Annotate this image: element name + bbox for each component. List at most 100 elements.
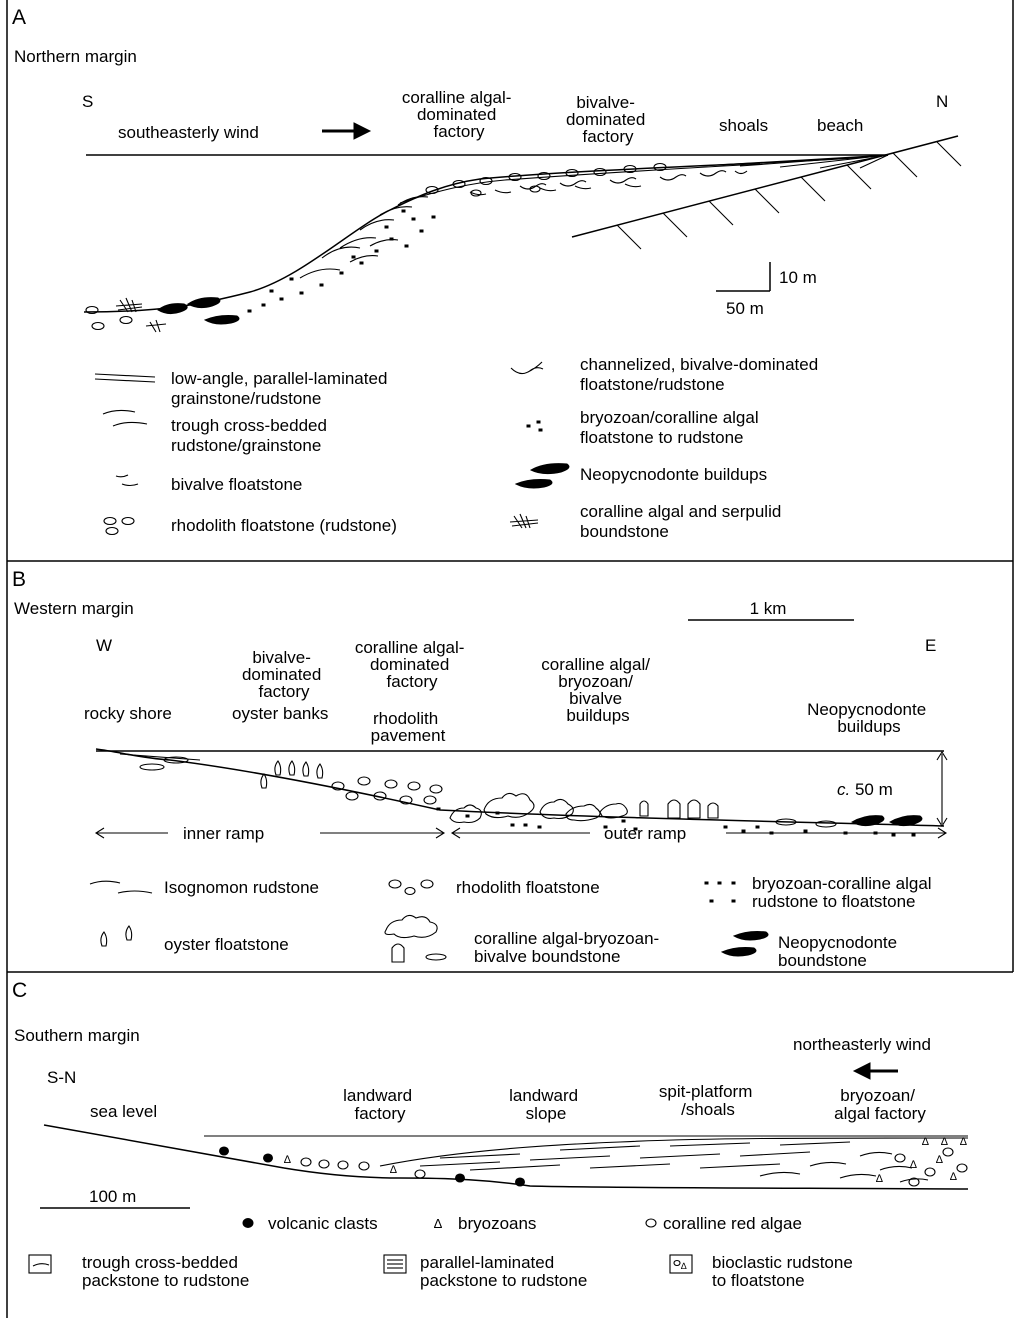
svg-text:∆: ∆ [284,1154,291,1166]
panel-a-beach-label: beach [817,116,863,135]
panel-b-left-dir: W [96,636,112,655]
panel-c-landward-slope-label: landward slope [509,1086,583,1123]
panel-b-rhodolith-label: rhodolith pavement [371,709,446,745]
legend-b-neopycnodonte: Neopycnodonte boundstone [722,932,902,971]
svg-text:∆: ∆ [390,1164,397,1176]
svg-text:low-angle, parallel-laminated: low-angle, parallel-laminated grainstone… [171,369,392,408]
legend-c-volcanic: volcanic clasts [268,1214,378,1233]
svg-text:trough cross-bedded: trough cross-bedded rudstone/grainstone [171,416,332,455]
svg-text:coralline algal and serpulid: coralline algal and serpulid boundstone [580,502,786,541]
svg-text:rhodolith floatstone: rhodolith floatstone [456,878,600,897]
svg-text:∆: ∆ [876,1173,883,1185]
svg-text:rhodolith floatstone (rudstone: rhodolith floatstone (rudstone) [171,516,397,535]
svg-text:∆: ∆ [950,1171,957,1183]
panel-c-title: Southern margin [14,1026,140,1045]
svg-text:bryozoan-coralline algal: bryozoan-coralline algal rudstone to flo… [752,874,936,911]
legend-c-box-2a: bioclastic rudstone [712,1253,853,1272]
panel-c-wind-label: northeasterly wind [793,1035,931,1054]
panel-a-right-dir: N [936,92,948,111]
panel-a-shoals-label: shoals [719,116,768,135]
svg-text:channelized, bivalve-dominated: channelized, bivalve-dominated floatston… [580,355,823,394]
svg-text:bivalve floatstone: bivalve floatstone [171,475,302,494]
legend-c-coralline: coralline red algae [663,1214,802,1233]
panel-a-legend: low-angle, parallel-laminated grainstone… [95,355,823,541]
panel-c-landward-factory-label: landward factory [343,1086,417,1123]
legend-a-bryozoan-dots: bryozoan/coralline algal floatstone to r… [527,408,763,447]
panel-a: A Northern margin S N southeasterly wind… [12,6,961,541]
panel-c-legend-symbols: volcanic clasts ∆ bryozoans coralline re… [243,1214,802,1233]
panel-a-scale-h-label: 50 m [726,299,764,318]
legend-a-serpulid: coralline algal and serpulid boundstone [510,502,786,541]
panel-a-coralline-factory-label: coralline algal- dominated factory [402,88,516,141]
panel-b-buildups-label: coralline algal/ bryozoan/ bivalve build… [541,655,654,725]
svg-text:∆: ∆ [960,1136,967,1148]
panel-b-neo-label: Neopycnodonte buildups [807,700,931,736]
panel-c: C Southern margin northeasterly wind S-N… [12,979,968,1290]
legend-c-box-0a: trough cross-bedded [82,1253,238,1272]
legend-a-neopycnodonte: Neopycnodonte buildups [516,464,767,488]
svg-text:bryozoan/coralline algal: bryozoan/coralline algal floatstone to r… [580,408,763,447]
svg-text:∆: ∆ [941,1136,948,1148]
legend-c-bryozoans: bryozoans [458,1214,536,1233]
panel-c-profile: ∆ ∆ ∆ ∆ ∆ ∆ ∆ ∆ ∆ [44,1125,968,1189]
legend-c-box-1a: parallel-laminated [420,1253,554,1272]
panel-b-outer-ramp-label: outer ramp [604,824,686,843]
legend-b-bryozoan: bryozoan-coralline algal rudstone to flo… [705,874,936,911]
panel-b: B Western margin 1 km W E bivalve- domin… [12,568,947,970]
panel-b-scale-label: 1 km [750,599,787,618]
svg-text:Neopycnodonte bounds: Neopycnodonte boundstone [778,933,902,970]
svg-text:∆: ∆ [936,1154,943,1166]
panel-c-legend-boxes: trough cross-bedded packstone to rudston… [29,1253,858,1290]
panel-b-inner-ramp-label: inner ramp [183,824,264,843]
legend-b-rhodolith: rhodolith floatstone [389,878,600,897]
panel-b-letter: B [12,568,26,591]
svg-text:∆: ∆ [922,1136,929,1148]
panel-a-title: Northern margin [14,47,137,66]
panel-c-wind-arrow-icon [854,1063,898,1079]
panel-a-wind-label: southeasterly wind [118,123,259,142]
panel-b-right-dir: E [925,636,936,655]
panel-a-profile [84,155,888,332]
panel-a-left-dir: S [82,92,93,111]
panel-b-oyster-banks-label: oyster banks [232,704,328,723]
legend-b-oyster: oyster floatstone [101,926,289,954]
panel-c-sea-level-label: sea level [90,1102,157,1121]
panel-b-depth-arrow-icon [937,752,947,826]
panel-a-letter: A [12,6,26,29]
panel-c-direction-label: S-N [47,1068,76,1087]
panel-b-coralline-factory-label: coralline algal- dominated factory [355,638,469,691]
legend-a-rhodolith: rhodolith floatstone (rudstone) [104,516,397,535]
panel-b-rocky-shore-label: rocky shore [84,704,172,723]
panel-a-bedrock [572,136,961,249]
svg-text:trough cross-bedded pa: trough cross-bedded packstone to rudston… [82,1253,249,1290]
legend-c-box-1b: packstone to rudstone [420,1271,587,1290]
volcanic-clast-icon [243,1219,253,1228]
svg-text:parallel-laminated pac: parallel-laminated packstone to rudstone [420,1253,587,1290]
panel-b-legend: Isognomon rudstone rhodolith floatstone … [90,874,936,970]
legend-b-boundstone: coralline algal-bryozoan- bivalve bounds… [385,915,664,966]
svg-text:Isognomon rudstone: Isognomon rudstone [164,878,319,897]
wind-arrow-icon [322,123,370,139]
panel-c-scale-label: 100 m [89,1187,136,1206]
bryozoan-icon: ∆ [434,1216,442,1231]
panel-b-profile [96,749,944,836]
coralline-red-algae-icon [646,1219,656,1227]
legend-a-trough-cross-bedded: trough cross-bedded rudstone/grainstone [103,410,332,455]
svg-text:oyster floatstone: oyster floatstone [164,935,289,954]
legend-c-box-0b: packstone to rudstone [82,1271,249,1290]
panel-a-bivalve-factory-label: bivalve- dominated factory [566,93,650,146]
panel-b-outer-ramp-arrow: outer ramp [452,824,946,843]
svg-text:Neopycnodonte buildups: Neopycnodonte buildups [580,465,767,484]
svg-text:bioclastic rudstone to: bioclastic rudstone to floatstone [712,1253,858,1290]
panel-a-scale-bar: 10 m 50 m [716,262,817,318]
panel-c-bryozoan-factory-label: bryozoan/ algal factory [834,1086,926,1123]
legend-c-box-2b: to floatstone [712,1271,805,1290]
panel-c-spit-label: spit-platform /shoals [659,1082,757,1119]
panel-a-scale-v-label: 10 m [779,268,817,287]
svg-text:∆: ∆ [681,1261,687,1271]
legend-b-isognomon: Isognomon rudstone [90,878,319,897]
panel-b-inner-ramp-arrow: inner ramp [96,824,444,843]
panel-c-letter: C [12,979,27,1002]
